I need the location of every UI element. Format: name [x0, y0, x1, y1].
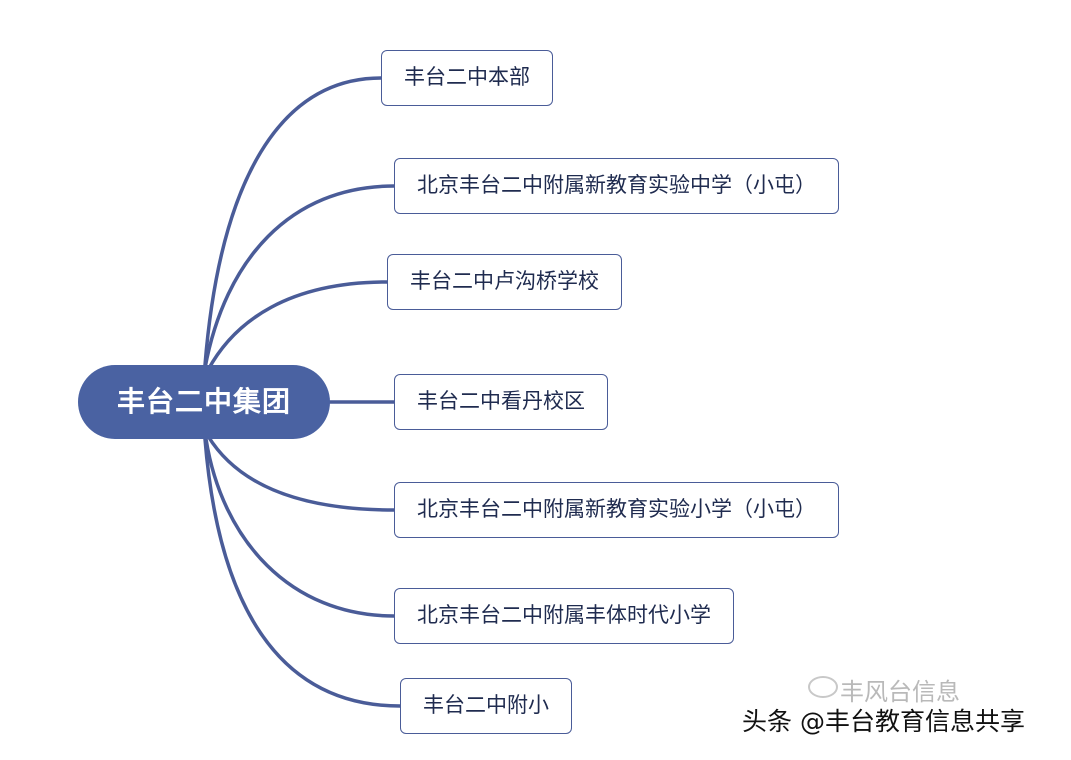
faint-watermark: 丰风台信息: [840, 678, 960, 706]
watermark-text: 头条 @丰台教育信息共享: [742, 707, 1025, 736]
branch-node-xinjiaoyu-primary: 北京丰台二中附属新教育实验小学（小屯）: [394, 482, 839, 538]
wechat-icon: [808, 676, 838, 698]
connector-6: [204, 437, 396, 618]
branch-node-fuxiao: 丰台二中附小: [400, 678, 572, 734]
branch-node-xinjiaoyu-middle: 北京丰台二中附属新教育实验中学（小屯）: [394, 158, 839, 214]
branch-node-lugouqiao: 丰台二中卢沟桥学校: [387, 254, 622, 310]
root-node: 丰台二中集团: [78, 365, 330, 439]
connector-3: [206, 280, 389, 372]
branch-node-kandan: 丰台二中看丹校区: [394, 374, 608, 430]
branch-node-fengti-shidai: 北京丰台二中附属丰体时代小学: [394, 588, 734, 644]
branch-node-bentu: 丰台二中本部: [381, 50, 553, 106]
connector-2: [203, 184, 396, 370]
connector-7: [203, 437, 402, 708]
connector-1: [203, 76, 383, 367]
connector-5: [206, 434, 396, 512]
